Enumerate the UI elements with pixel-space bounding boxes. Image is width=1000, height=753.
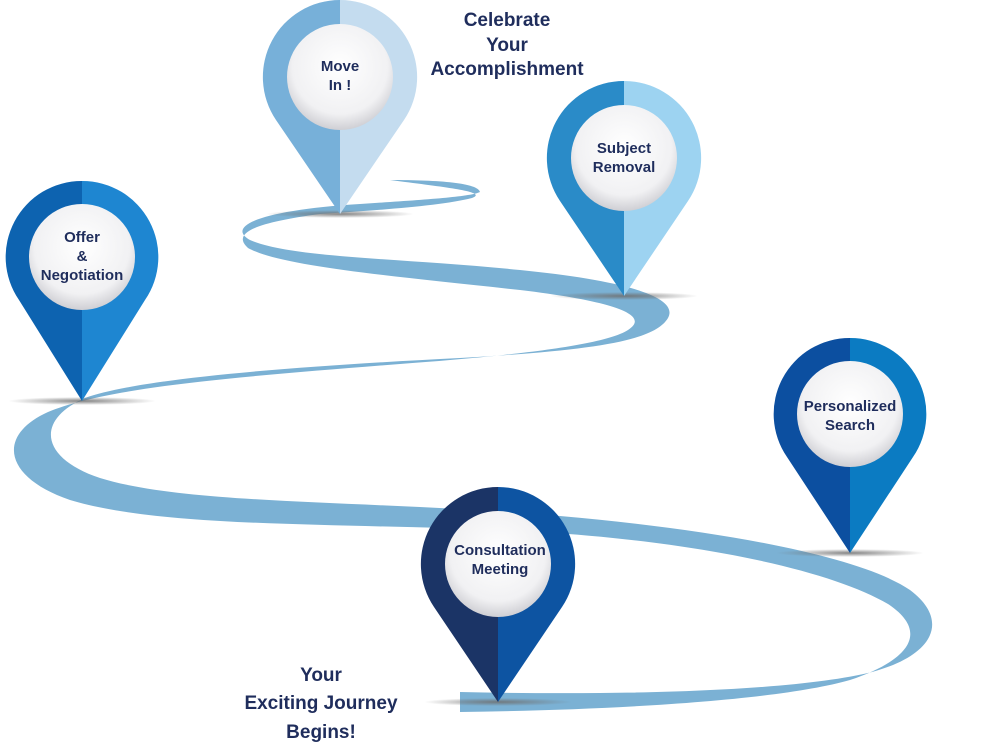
pin-label-line: Offer: [64, 229, 100, 246]
pin-label-line: Negotiation: [41, 267, 124, 284]
pin-label-circle: [445, 511, 551, 617]
pin-subject-removal: Subject Removal: [546, 80, 702, 296]
pin-personalized-search: Personalized Search: [773, 337, 927, 553]
pin-label-line: Subject: [597, 140, 651, 157]
pin-label-line: Removal: [593, 159, 656, 176]
celebrate-line: Celebrate: [464, 10, 551, 31]
pin-offer-negotiation: Offer & Negotiation: [5, 180, 159, 401]
celebrate-line: Accomplishment: [430, 59, 584, 80]
pin-label-line: In !: [329, 77, 352, 94]
journey-headline: Your Exciting Journey Begins!: [244, 665, 398, 743]
pin-consultation-meeting: Consultation Meeting: [420, 486, 576, 702]
pin-label-circle: [287, 24, 393, 130]
pin-label-circle: [29, 204, 135, 310]
celebrate-line: Your: [486, 35, 528, 56]
pin-label-line: Meeting: [472, 561, 529, 578]
pin-label-line: Consultation: [454, 542, 546, 559]
pin-label-line: Personalized: [804, 398, 897, 415]
pin-label-line: &: [77, 248, 88, 265]
pin-label-line: Move: [321, 58, 359, 75]
pin-label-line: Search: [825, 417, 875, 434]
celebrate-headline: Celebrate Your Accomplishment: [430, 10, 584, 80]
pin-move-in: Move In !: [262, 0, 418, 214]
pin-label-circle: [571, 105, 677, 211]
pin-label-circle: [797, 361, 903, 467]
journey-line: Begins!: [286, 722, 356, 743]
journey-line: Your: [300, 665, 342, 686]
journey-line: Exciting Journey: [244, 693, 398, 714]
